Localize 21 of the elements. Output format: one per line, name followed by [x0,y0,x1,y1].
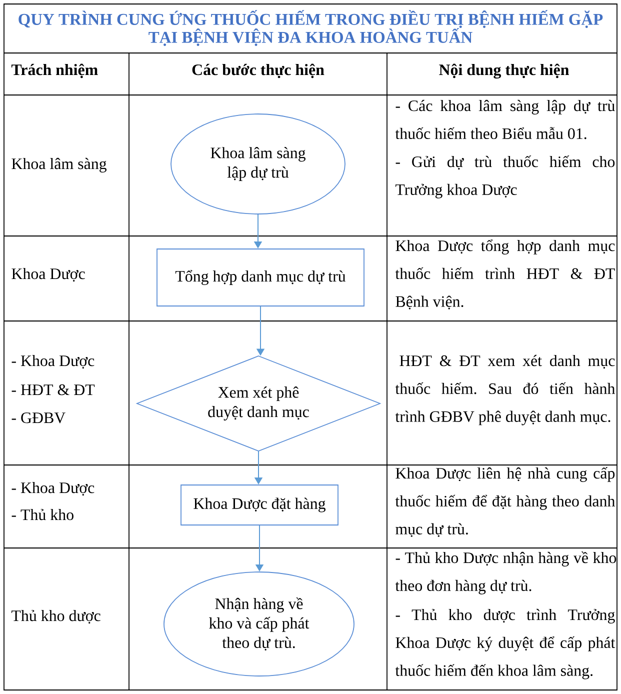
role-name: - HĐT & ĐT [12,384,95,396]
column-heading: Các bước thực hiện [192,64,324,78]
role-name: - Khoa Dược [12,482,94,496]
process-box: Tổng hợp danh mục dự trù [156,248,364,306]
title: QUY TRÌNH CUNG ỨNG THUỐC HIẾM TRONG ĐIỀU TRỊ BỆNH HIẾM GẶP TẠI BỆNH VIỆN ĐA KHOA HOÀNG TUẤN [18,10,603,46]
process-box: Khoa Dược đặt hàng [180,484,338,526]
role-name: - Khoa Dược [12,354,94,369]
column-heading: Nội dung thực hiện [439,64,569,79]
role-name: - GĐBV [12,412,66,424]
role-name: Thủ kho dược [11,610,100,624]
role-name: Khoa lâm sàng [12,158,107,172]
role-name: - Thủ kho [12,508,74,520]
step-description: Khoa Dược liên hệ nhà cung cấp thuốc hiếm để đặt hàng theo danh mục dự trù. [395,466,616,537]
step-description: - Các khoa lâm sàng lập dự trù thuốc hiếm theo Biểu mẫu 01. [395,100,615,140]
step-description: - Gửi dự trù thuốc hiếm cho Trưởng khoa Dược [395,155,615,198]
step-description: - Thủ kho Dược nhận hàng về kho theo đơn hàng dự trù. [395,551,616,594]
step-description: HĐT & ĐT xem xét danh mục thuốc hiếm. Sau đó tiến hành trình GĐBV phê duyệt danh mục. [395,354,616,426]
role-name: Khoa Dược [12,268,85,282]
step-description: Khoa Dược tổng hợp danh mục thuốc hiếm trình HĐT & ĐT Bệnh viện. [395,239,615,310]
step-description: - Thủ kho dược trình Trưởng Khoa Dược ký duyệt để cấp phát thuốc hiếm đến khoa lâm sàng. [395,608,616,680]
column-heading: Trách nhiệm [11,64,98,78]
